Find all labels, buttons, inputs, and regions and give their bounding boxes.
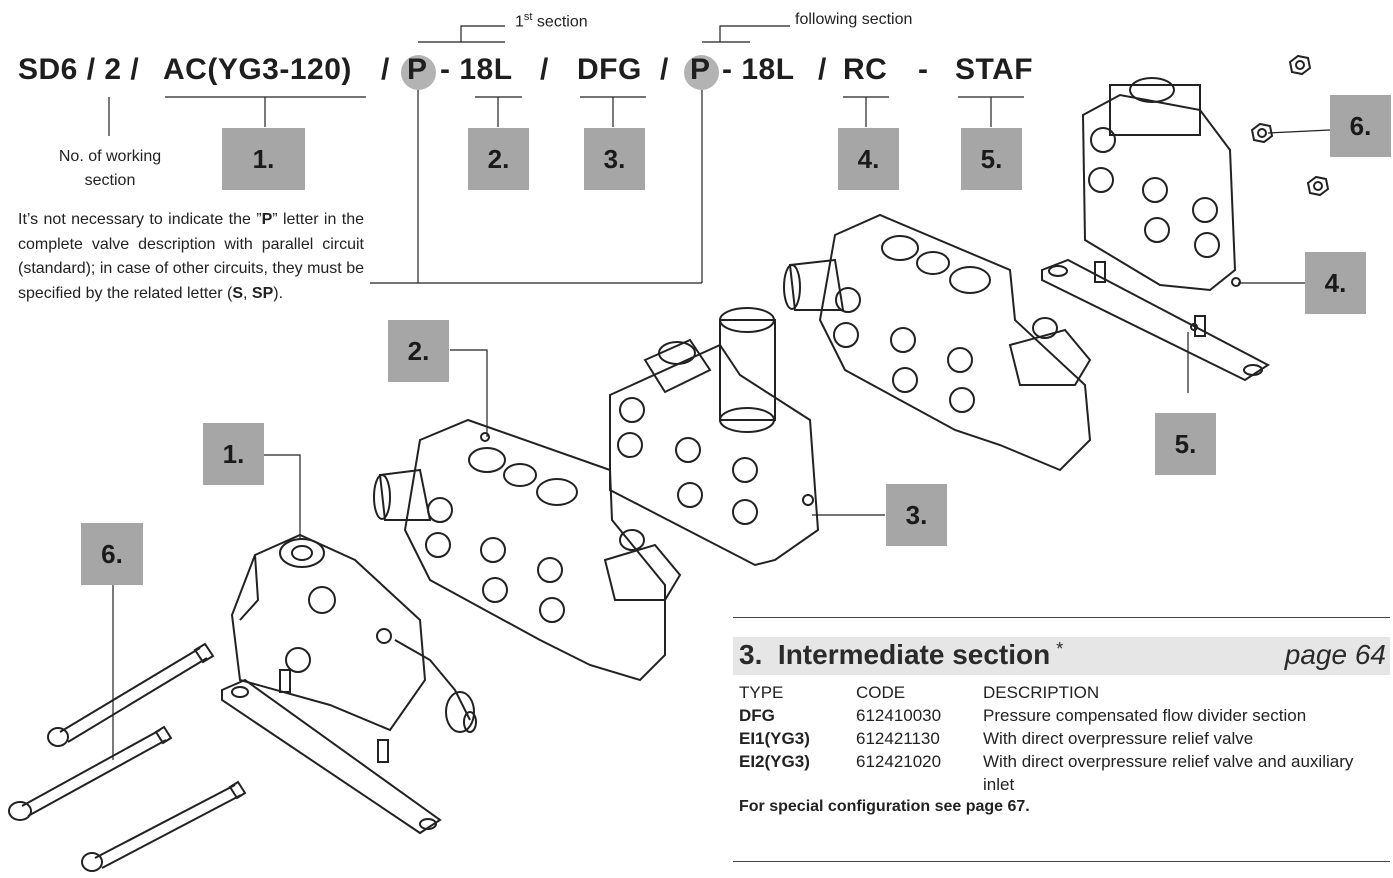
code-part-outlet: RC [843, 53, 888, 86]
col-header-code: CODE [856, 683, 906, 702]
code-separator: / [660, 53, 669, 86]
cell-code: 612410030 [856, 706, 942, 725]
p-circle [684, 55, 719, 90]
flow-divider-illustration [609, 307, 820, 567]
col-header-type: TYPE [739, 683, 784, 702]
cell-type: EI2(YG3) [739, 752, 810, 771]
table-row: EI1(YG3) 612421130 With direct overpress… [739, 727, 1363, 750]
code-part-spool-1: - 18L [440, 53, 513, 86]
callout-2: 2. [468, 128, 529, 190]
first-section-label: 1st section [515, 11, 588, 31]
following-section-label: following section [795, 11, 913, 28]
working-section-illustration [783, 213, 1092, 472]
table-row: DFG 612410030 Pressure compensated flow … [739, 704, 1363, 727]
col-header-description: DESCRIPTION [983, 683, 1100, 702]
working-section-label: No. of working section [58, 148, 162, 189]
working-section-illustration [373, 418, 682, 682]
code-part-circuit-1: P [407, 53, 428, 86]
code-part-series: SD6 / 2 / [18, 53, 140, 86]
section-table: TYPE CODE DESCRIPTION DFG 612410030 Pres… [739, 681, 1363, 796]
callout-4: 4. [838, 128, 899, 190]
code-part-circuit-2: P [690, 53, 711, 86]
table-row: EI2(YG3) 612421020 With direct overpress… [739, 750, 1363, 796]
divider [733, 617, 1390, 618]
callout-3: 3. [584, 128, 645, 190]
intermediate-section-table: 3. Intermediate section* page 64 TYPE CO… [733, 617, 1390, 816]
cell-type: DFG [739, 706, 775, 725]
p-circle [401, 55, 436, 90]
mounting-plate-illustration [1041, 258, 1270, 382]
code-part-inlet: AC(YG3-120) [163, 53, 352, 86]
cell-description: With direct overpressure relief valve [983, 729, 1254, 748]
divider [733, 861, 1390, 862]
code-separator: / [381, 53, 390, 86]
diagram-callout-6-rods: 6. [81, 523, 143, 585]
code-part-plate: STAF [955, 53, 1034, 86]
cell-type: EI1(YG3) [739, 729, 810, 748]
inlet-section-illustration [230, 533, 477, 733]
section-title: 3. Intermediate section* [739, 639, 1064, 670]
callout-1: 1. [222, 128, 305, 190]
outlet-section-illustration [1081, 77, 1241, 292]
tie-rod-illustration [8, 642, 247, 872]
cell-description: Pressure compensated flow divider sectio… [983, 706, 1307, 725]
table-header-row: TYPE CODE DESCRIPTION [739, 681, 1363, 704]
diagram-callout-4: 4. [1305, 252, 1366, 314]
mounting-plate-illustration [221, 669, 442, 835]
code-part-intermediate: DFG [577, 53, 642, 86]
cell-code: 612421130 [856, 729, 940, 748]
callout-5: 5. [961, 128, 1022, 190]
cell-code: 612421020 [856, 752, 942, 771]
diagram-callout-5: 5. [1155, 413, 1216, 475]
circuit-note: It’s not necessary to indicate the ”P” l… [18, 211, 364, 302]
cell-description: With direct overpressure relief valve an… [983, 752, 1354, 794]
diagram-callout-3: 3. [886, 484, 947, 546]
section-page-ref: page 64 [1284, 639, 1386, 670]
nut-illustration [1250, 54, 1330, 197]
code-separator: - [918, 53, 929, 86]
section-header: 3. Intermediate section* page 64 [733, 637, 1390, 675]
section-footnote: For special configuration see page 67. [739, 798, 1030, 815]
code-separator: / [818, 53, 827, 86]
diagram-callout-2: 2. [388, 320, 449, 382]
code-part-spool-2: - 18L [722, 53, 795, 86]
diagram-callout-1: 1. [203, 423, 264, 485]
diagram-callout-6-nuts: 6. [1330, 95, 1391, 157]
code-separator: / [540, 53, 549, 86]
